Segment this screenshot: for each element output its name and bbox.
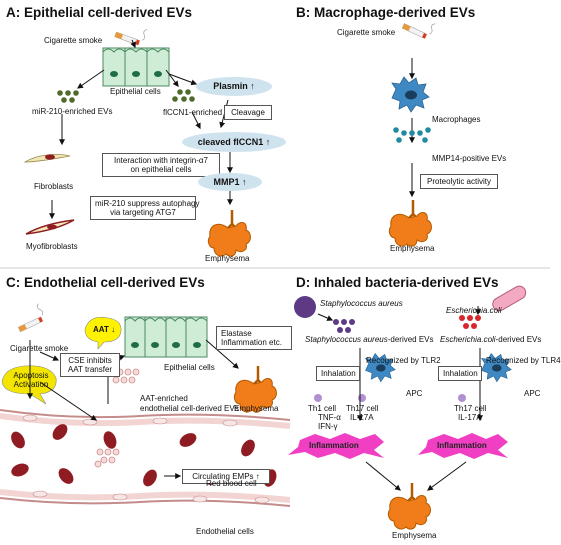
emphysema-label-a: Emphysema (205, 254, 250, 263)
proteolytic-box: Proteolytic activity (420, 174, 498, 190)
staph-evs-italic: Staphylococcus aureus (305, 335, 388, 344)
aat-down-label: AAT ↓ (93, 325, 116, 334)
cigarette-smoke-label-a: Cigarette smoke (44, 36, 103, 45)
integrin-box: Interaction with integrin-α7 on epitheli… (102, 153, 220, 178)
integrin-line-1: Interaction with integrin-α7 (113, 156, 208, 165)
inhalation-box-left: Inhalation (316, 366, 360, 382)
th1-label: Th1 cell (308, 404, 337, 413)
cse-line-1: CSE inhibits (68, 356, 112, 365)
elastase-box: Elastase Inflammation etc. (216, 326, 292, 351)
panel-b-title: B: Macrophage-derived EVs (296, 5, 476, 20)
staph-evs-suffix: -derived EVs (387, 335, 434, 344)
bacterium-icon-ecoli (492, 285, 527, 312)
blood-vessel-icon (0, 409, 291, 507)
endothelial-cells-label: Endothelial cells (196, 527, 254, 536)
staph-label: Staphylococcus aureus (320, 299, 403, 308)
lung-icon-a (207, 208, 252, 258)
fibroblasts-label: Fibroblasts (34, 182, 74, 191)
fibroblast-icon (23, 154, 75, 235)
panel-c-title: C: Endothelial cell-derived EVs (6, 275, 205, 290)
bacterium-icon-staph (294, 296, 316, 318)
ecoli-label: Escherichia.coli (446, 306, 502, 315)
panel-c-graphics (0, 302, 291, 507)
panel-d-title: D: Inhaled bacteria-derived EVs (296, 275, 499, 290)
mir210-evs-label: miR-210-enriched EVs (32, 107, 113, 116)
panel-d-graphics (288, 285, 527, 531)
apoptosis-bubble: Apoptosis Activation (8, 371, 54, 390)
integrin-line-2: on epithelial cells (130, 165, 192, 175)
apoptosis-line-2: Activation (13, 379, 49, 389)
aat-evs-line-1: AAT-enriched (140, 394, 188, 403)
elastase-line-1: Elastase (221, 329, 252, 338)
th17-label-right: Th17 cell (454, 404, 487, 413)
autophagy-line-2: via targeting ATG7 (110, 208, 176, 218)
inflammation-label-right: Inflammation (437, 441, 487, 450)
tlr2-label: Recognized by TLR2 (366, 356, 441, 365)
cse-line-2: AAT transfer (67, 365, 113, 375)
macrophage-icon-b (391, 76, 430, 113)
plasmin-pill: Plasmin ↑ (196, 77, 272, 96)
macrophages-label: Macrophages (432, 115, 481, 124)
lung-icon-d (387, 481, 432, 531)
cse-box: CSE inhibits AAT transfer (60, 353, 120, 378)
emphysema-label-c: Emphysema (234, 404, 279, 413)
emphysema-label-b: Emphysema (390, 244, 435, 253)
cigarette-smoke-label-b: Cigarette smoke (337, 28, 396, 37)
mmp14-evs-label: MMP14-positive EVs (432, 154, 507, 163)
aat-evs-line-2: endothelial cell-derived EVs (140, 403, 239, 413)
panel-a-graphics (23, 19, 252, 258)
autophagy-line-1: miR-210 suppress autophagy (95, 199, 200, 208)
panel-b-graphics (388, 11, 437, 248)
epithelial-cells-label-c: Epithelial cells (164, 363, 215, 372)
apoptosis-line-1: Apoptosis (13, 371, 49, 380)
il17-label-left: IL-17A (350, 413, 374, 422)
flccn1-evs-label: flCCN1-enriched EVs (163, 108, 240, 117)
mmp1-pill: MMP1 ↑ (198, 173, 262, 191)
elastase-line-2: Inflammation etc. (221, 338, 282, 348)
ecoli-evs-label: Escherichia.coli-derived EVs (440, 336, 541, 344)
inflammation-label-left: Inflammation (309, 441, 359, 450)
ecoli-evs-italic: Escherichia.coli (440, 335, 496, 344)
aat-evs-label: AAT-enriched endothelial cell-derived EV… (140, 394, 239, 413)
ecoli-evs-suffix: -derived EVs (495, 335, 542, 344)
red-blood-cell-label: Red blood cell (206, 479, 257, 488)
autophagy-box: miR-210 suppress autophagy via targeting… (90, 196, 200, 221)
staph-evs-label: Staphylococcus aureus-derived EVs (305, 336, 434, 344)
myofibroblasts-label: Myofibroblasts (26, 242, 78, 251)
tlr4-label: Recognized by TLR4 (486, 356, 561, 365)
ifn-label: IFN-γ (318, 422, 338, 431)
epithelial-cells-label-a: Epithelial cells (110, 87, 161, 96)
th17-label-left: Th17 cell (346, 404, 379, 413)
apc-label-left: APC (406, 389, 423, 398)
cigarette-smoke-label-c: Cigarette smoke (10, 344, 69, 353)
inhalation-box-right: Inhalation (438, 366, 482, 382)
cleaved-flccn1-pill: cleaved flCCN1 ↑ (182, 132, 286, 152)
il17-label-right: IL-17A (458, 413, 482, 422)
epithelium-icon (102, 47, 170, 87)
apc-label-right: APC (524, 389, 541, 398)
tnf-label: TNF-α (318, 413, 341, 422)
panel-a-title: A: Epithelial cell-derived EVs (6, 5, 193, 20)
circulating-emps-box: Circulating EMPs ↑ (182, 469, 270, 485)
emphysema-label-d: Emphysema (392, 531, 437, 540)
epithelium-icon-c (124, 316, 208, 358)
cleavage-box: Cleavage (224, 105, 272, 121)
lung-icon-b (388, 198, 433, 248)
